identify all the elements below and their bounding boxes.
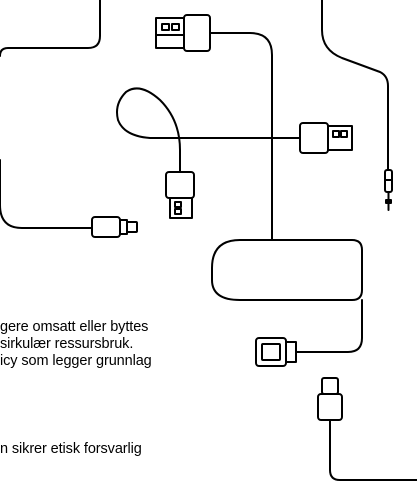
- audio-jack-icon: [384, 169, 393, 211]
- body-text-line-1: gere omsatt eller byttes: [0, 319, 149, 335]
- cable-icon: [295, 299, 363, 353]
- body-text-line-4: n sikrer etisk forsvarlig: [0, 441, 142, 457]
- cable-icon: [0, 159, 93, 229]
- body-text-line-3: icy som legger grunnlag: [0, 353, 152, 369]
- cable-icon: [116, 87, 301, 174]
- body-text-line-2: sirkulær ressursbruk.: [0, 336, 134, 352]
- usb-a-connector-icon: [299, 122, 353, 154]
- usb-a-connector-icon: [165, 171, 195, 219]
- cable-icon: [211, 239, 363, 301]
- cable-icon: [209, 32, 273, 241]
- lightning-connector-icon: [255, 337, 297, 367]
- cable-icon: [321, 0, 389, 171]
- lightning-connector-icon: [91, 216, 138, 238]
- usb-a-connector-icon: [155, 14, 211, 52]
- cable-icon: [329, 419, 417, 481]
- usb-c-connector-icon: [317, 377, 343, 421]
- cable-icon: [0, 0, 101, 57]
